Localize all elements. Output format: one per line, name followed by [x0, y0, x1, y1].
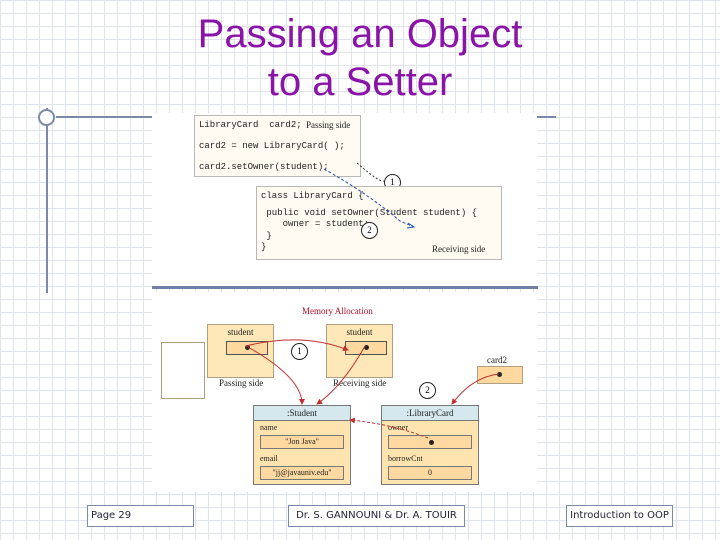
card2-slot — [477, 366, 523, 384]
code-line: } — [261, 242, 267, 252]
field-value: "Jon Java" — [260, 435, 344, 449]
receiving-side-label: Receiving side — [432, 244, 486, 254]
code-line: card2 = new LibraryCard( ); — [199, 141, 345, 151]
ref-dot — [245, 345, 250, 350]
slide-title: Passing an Object to a Setter — [120, 10, 600, 106]
passing-frame: student — [207, 324, 274, 378]
frame-variable-label: student — [346, 327, 373, 337]
ref-dot — [429, 440, 434, 445]
code-line: card2.setOwner(student); — [199, 162, 329, 172]
code-figure: LibraryCard card2; Passing side card2 = … — [152, 113, 537, 288]
copy-arrow — [245, 339, 349, 351]
step-marker: 1 — [291, 343, 308, 360]
step-marker: 2 — [419, 382, 436, 399]
object-header: :LibraryCard — [382, 406, 478, 421]
student-object: :Student name "Jon Java" email "jj@javau… — [253, 405, 351, 485]
code-arrows — [323, 162, 416, 229]
footer-page-number: Page 29 — [87, 505, 194, 527]
receiving-ref-arrow — [316, 345, 366, 405]
card2-label: card2 — [487, 355, 507, 365]
receiving-frame: student — [326, 324, 393, 378]
memory-diagram: Memory Allocation student student Passin… — [152, 292, 537, 492]
passing-side-label: Passing side — [306, 120, 351, 130]
frame-variable-label: student — [227, 327, 254, 337]
object-header: :Student — [254, 406, 350, 421]
field-label: email — [260, 454, 278, 463]
passing-side-caption: Passing side — [219, 378, 264, 388]
code-line: LibraryCard card2; — [199, 120, 302, 130]
card2-ref-arrow — [451, 373, 500, 405]
code-line: class LibraryCard { — [261, 191, 364, 201]
field-label: borrowCnt — [388, 454, 423, 463]
owner-ref-arrow — [349, 417, 429, 439]
accent-circle-icon — [38, 109, 55, 126]
pass-arrow — [323, 168, 415, 228]
caller-code-box: LibraryCard card2; Passing side card2 = … — [194, 115, 361, 177]
section-divider — [152, 286, 538, 289]
field-value — [388, 435, 472, 449]
empty-frame — [161, 342, 205, 399]
receiver-code-box: class LibraryCard { public void setOwner… — [256, 186, 502, 260]
librarycard-object: :LibraryCard owner borrowCnt 0 — [381, 405, 479, 485]
step1-connector — [356, 162, 385, 182]
step-marker: 2 — [361, 222, 378, 239]
field-label: name — [260, 423, 278, 432]
footer-course-title: Introduction to OOP — [566, 505, 673, 527]
title-line-2: to a Setter — [267, 60, 453, 104]
field-label: owner — [388, 423, 408, 432]
code-line: } — [261, 231, 272, 241]
ref-dot — [364, 345, 369, 350]
receiving-side-caption: Receiving side — [333, 378, 387, 388]
student-ref-slot — [226, 341, 268, 355]
memory-arrows — [245, 339, 500, 439]
ref-dot — [497, 372, 502, 377]
pass-arrow-head — [406, 222, 416, 229]
left-accent-line — [46, 108, 48, 293]
footer-authors: Dr. S. GANNOUNI & Dr. A. TOUIR — [288, 505, 465, 527]
code-line: owner = student; — [261, 219, 370, 229]
field-value: "jj@javauniv.edu" — [260, 466, 344, 480]
code-line: public void setOwner(Student student) { — [261, 208, 478, 218]
passing-ref-arrow — [245, 345, 305, 405]
title-line-1: Passing an Object — [197, 12, 523, 56]
field-value: 0 — [388, 466, 472, 480]
memory-title: Memory Allocation — [302, 306, 373, 316]
